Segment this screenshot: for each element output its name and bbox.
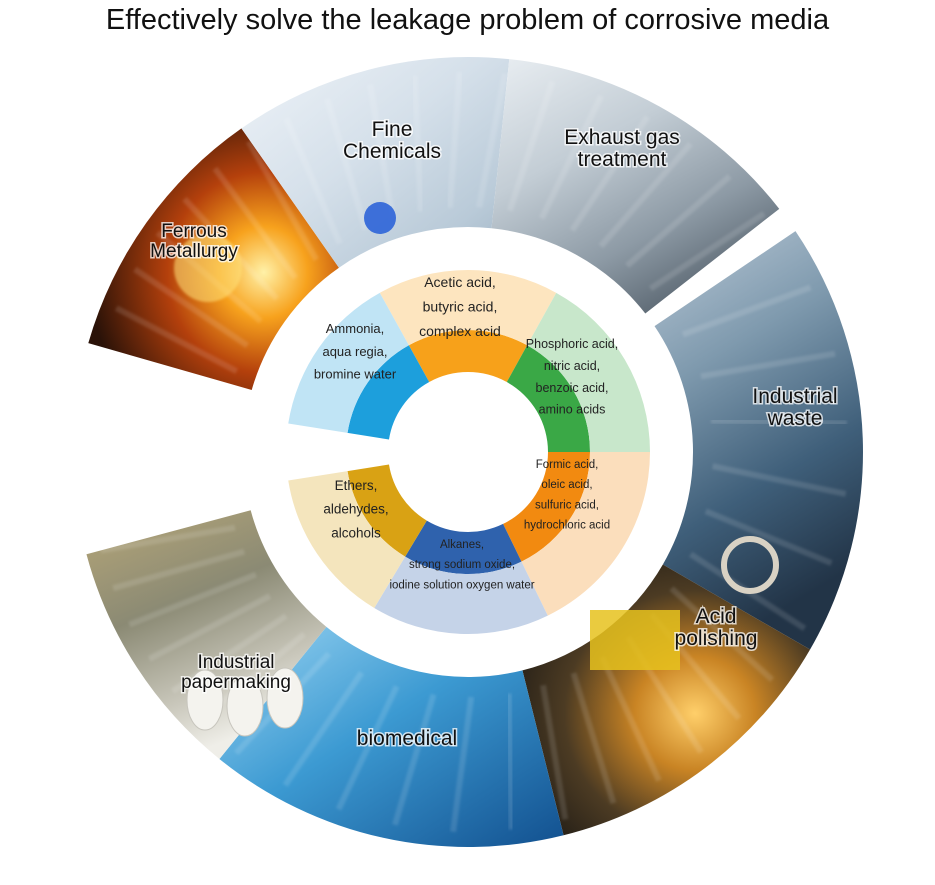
paper-mill-image-streak (112, 548, 245, 592)
grinding-sparks-image-streak (669, 586, 775, 683)
media-label-ethers: Ethers,aldehydes,alcohols (323, 478, 388, 540)
paper-mill-image-streak (128, 571, 257, 628)
media-segment-phosphoric (506, 345, 590, 452)
molten-steel-image-streak (246, 140, 319, 262)
molten-steel-image-streak (212, 166, 298, 280)
treatment-plant-image-streak (648, 211, 766, 292)
media-label-acetic: Acetic acid,butyric acid,complex acid (419, 274, 501, 339)
media-segment-ammonia (347, 345, 430, 440)
media-segment-formic-outer (521, 452, 650, 616)
sector-paper (86, 510, 327, 759)
laboratory-image-streak (283, 117, 343, 245)
paper-mill-image-streak (171, 613, 288, 694)
media-labels: Acetic acid,butyric acid,complex acidPho… (314, 274, 618, 591)
grinding-wheel-icon (721, 536, 779, 594)
dna-lab-image-streak (392, 693, 437, 826)
water-tank-image-streak (704, 508, 833, 566)
treatment-plant-image-streak (625, 174, 732, 268)
dna-lab-image-streak (282, 670, 365, 787)
dna-lab-image-streak (335, 685, 400, 811)
paper-roll-icon (186, 669, 224, 731)
media-label-alkanes: Alkanes,strong sodium oxide,iodine solut… (389, 539, 534, 591)
media-segment-acetic-outer (379, 270, 557, 346)
media-label-phosphoric: Phosphoric acid,nitric acid,benzoic acid… (526, 337, 618, 417)
media-segment-ethers-outer (288, 471, 406, 609)
sector-waste (654, 231, 863, 650)
media-segment-alkanes (405, 520, 522, 574)
water-tank-image-streak (681, 284, 812, 338)
paper-roll-icon (266, 667, 304, 729)
dna-lab-image-streak (505, 693, 515, 830)
paper-mill-image-streak (147, 593, 272, 662)
molten-steel-glow (174, 234, 242, 302)
molten-steel-image-streak (114, 305, 239, 374)
laboratory-image-streak (324, 98, 369, 231)
laboratory-image-streak (367, 84, 396, 220)
molten-steel-image-streak (133, 266, 250, 349)
yellow-bin-icon (590, 610, 680, 670)
laboratory-image-streak (476, 73, 508, 208)
label-biomedical: biomedical (357, 727, 457, 750)
treatment-plant-image-streak (598, 141, 693, 249)
water-tank-image-streak (710, 417, 847, 427)
page-title: Effectively solve the leakage problem of… (105, 4, 830, 36)
treatment-plant-image-streak (506, 80, 556, 212)
paper-mill-image-streak (100, 524, 236, 554)
media-segment-acetic (408, 329, 528, 383)
media-label-formic: Formic acid,oleic acid,sulfuric acid,hyd… (524, 459, 610, 531)
dna-lab-image-streak (450, 696, 475, 833)
grinding-sparks-image-streak (599, 655, 662, 782)
grinding-sparks-image-streak (540, 684, 569, 820)
paper-roll-icon (226, 675, 264, 737)
media-segment-ammonia-outer (288, 292, 409, 433)
laboratory-image-streak (446, 71, 463, 208)
water-tank-image-streak (711, 463, 847, 497)
treatment-plant-image-streak (569, 115, 650, 232)
industry-ring-decoration (100, 71, 847, 833)
treatment-plant-image-streak (538, 94, 604, 220)
laboratory-image-streak (411, 75, 424, 212)
media-ring (288, 270, 650, 635)
media-segment-alkanes-outer (374, 556, 548, 635)
media-segment-formic (503, 452, 590, 562)
sector-fine-chem (241, 56, 510, 268)
media-segment-ethers (347, 464, 427, 557)
center-hub (390, 374, 546, 530)
flask-blue-icon (364, 202, 396, 234)
water-tank-image-streak (700, 350, 836, 380)
grinding-sparks-image-streak (570, 672, 617, 804)
media-segment-phosphoric-outer (527, 292, 650, 452)
media-label-ammonia: Ammonia,aqua regia,bromine water (314, 321, 397, 382)
